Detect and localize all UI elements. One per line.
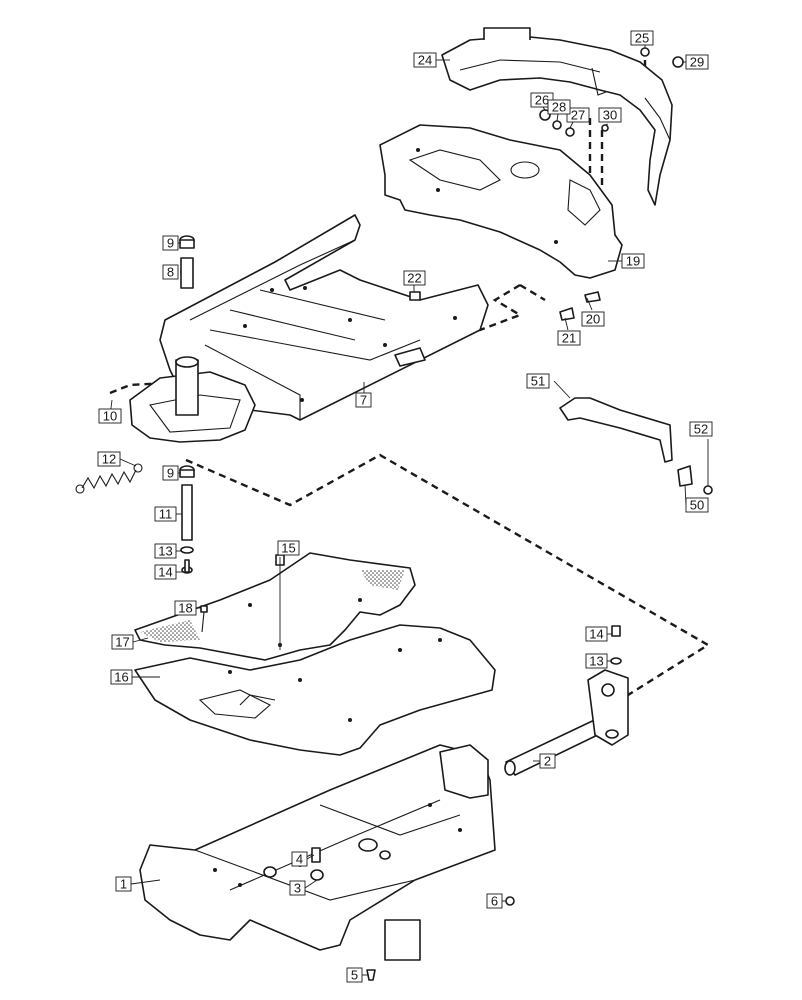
bracket-hardware [610,625,622,665]
spacer-tube [180,257,194,289]
callout-26: 26 [530,93,554,108]
callout-label: 4 [296,852,303,867]
callout-22: 22 [403,271,426,286]
callout-52: 52 [689,422,713,437]
callout-label: 18 [178,601,192,616]
callout-17: 17 [111,635,134,650]
callout-27: 27 [566,108,590,123]
callout-14-right: 14 [585,627,608,642]
callout-label: 19 [626,254,640,269]
callout-label: 9 [167,466,174,481]
tension-spring [75,463,143,494]
callout-label: 7 [360,393,367,408]
callout-label: 29 [690,55,704,70]
callout-label: 3 [294,881,301,896]
axle-bracket [587,669,629,746]
callout-4: 4 [291,852,308,867]
callout-label: 51 [531,374,545,389]
callout-label: 2 [544,754,551,769]
callout-label: 1 [120,877,127,892]
callout-14-left: 14 [154,565,177,580]
callout-label: 26 [535,93,549,108]
callout-label: 9 [167,236,174,251]
callout-30: 30 [598,108,622,123]
callout-15: 15 [277,541,300,556]
callout-label: 25 [635,31,649,46]
callout-label: 10 [103,409,117,424]
callout-50: 50 [685,498,709,513]
callout-1: 1 [115,877,132,892]
callout-2: 2 [539,754,556,769]
callout-10: 10 [98,409,122,424]
callout-label: 21 [562,331,576,346]
callout-25: 25 [630,31,654,46]
callout-12: 12 [97,452,121,467]
floor-pan [134,552,416,661]
callout-28: 28 [547,100,571,115]
callout-label: 13 [158,544,172,559]
callout-label: 20 [586,312,600,327]
callout-29: 29 [685,55,709,70]
callout-label: 28 [552,100,566,115]
callout-24: 24 [413,53,437,68]
rear-deck-plate [379,124,623,279]
callout-51: 51 [526,374,550,389]
callout-label: 11 [159,507,173,522]
callout-label: 8 [167,265,174,280]
callout-label: 30 [603,108,617,123]
lower-pivot-stack [179,465,195,574]
callout-9-upper: 9 [162,236,179,251]
callout-8: 8 [162,265,179,280]
side-bracket [559,397,713,495]
leader-lines [109,45,709,976]
upper-frame [159,214,489,421]
callout-7: 7 [355,393,372,408]
rear-bumper [441,27,673,206]
footrest-plate [134,624,496,756]
callout-20: 20 [581,312,605,327]
callout-label: 12 [102,452,116,467]
callout-label: 50 [690,498,704,513]
callout-9-lower: 9 [162,466,179,481]
callout-3: 3 [289,881,306,896]
callout-6: 6 [486,894,503,909]
callout-label: 5 [351,968,358,983]
callout-label: 24 [418,53,432,68]
callout-13-right: 13 [585,654,608,669]
callout-label: 15 [281,541,295,556]
callout-label: 14 [158,565,172,580]
callout-13-left: 13 [154,544,177,559]
callout-label: 16 [114,670,128,685]
rear-hardware [409,47,684,321]
callout-label: 6 [491,894,498,909]
pivot-bolt-upper [179,235,195,249]
callout-label: 17 [115,635,129,650]
callout-label: 13 [589,654,603,669]
callout-11: 11 [154,507,177,522]
callout-label: 52 [694,422,708,437]
callout-16: 16 [110,670,133,685]
callout-label: 14 [589,627,603,642]
callout-18: 18 [174,601,197,616]
callout-5: 5 [346,968,363,983]
callout-label: 27 [571,108,585,123]
steering-sector [129,356,256,443]
callout-label: 22 [407,271,421,286]
callout-21: 21 [557,331,581,346]
callout-19: 19 [621,254,645,269]
